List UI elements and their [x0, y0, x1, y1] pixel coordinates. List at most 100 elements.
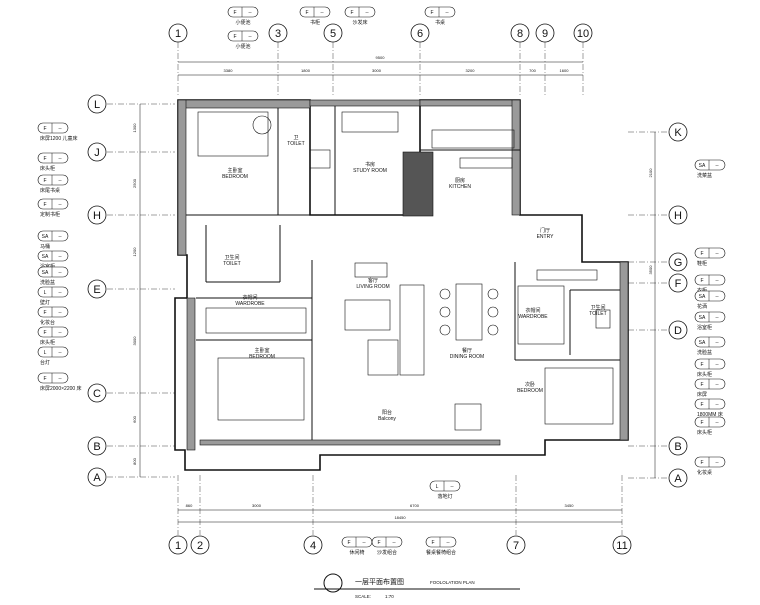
dim-bottom-total: 18450	[394, 515, 406, 520]
tag-capsule	[37, 152, 69, 164]
toilet-fixture-top	[309, 149, 331, 169]
tag-capsule	[37, 306, 69, 318]
bed-master-top	[197, 111, 269, 157]
tag-label: 浴室柜	[40, 263, 55, 270]
tag-label: 床屏1200 儿童床	[40, 135, 78, 142]
axis-bubble-top	[510, 23, 530, 43]
tag-capsule	[694, 456, 726, 468]
axis-bubble-top	[268, 23, 288, 43]
tag-number: --	[58, 234, 62, 240]
axis-label-right: A	[674, 473, 682, 485]
axis-bubble-left	[87, 205, 107, 225]
tag-number: --	[320, 10, 324, 16]
annotation-tag: SA--洗菜盆	[694, 159, 726, 179]
tag-label: 床屏	[697, 391, 707, 398]
room-label-cn: 卫	[293, 135, 298, 141]
annotation-tag: F--书桌	[424, 6, 456, 26]
tag-label: 书桌	[435, 19, 445, 26]
wall-left	[177, 99, 187, 256]
kitchen-island	[459, 157, 513, 169]
tag-code: F	[43, 126, 46, 132]
dim-bottom-segment: 3450	[565, 503, 575, 508]
annotation-tag: F--餐桌餐椅组合	[425, 536, 457, 556]
axis-label-left: E	[93, 284, 100, 296]
dim-left-segment: 1200	[132, 247, 137, 257]
annotation-tag: F--沙发床	[344, 6, 376, 26]
annotation-tag: SA--浴室柜	[37, 250, 69, 270]
annotation-tag: L--壁灯	[37, 286, 69, 306]
room-label-en: BEDROOM	[249, 354, 275, 360]
axis-bubble-bottom	[190, 535, 210, 555]
bed-left	[217, 357, 305, 421]
dim-right-segment: 2100	[648, 168, 653, 178]
tag-capsule	[694, 416, 726, 428]
tag-code: SA	[42, 270, 49, 276]
tag-code: L	[44, 290, 47, 296]
tag-capsule	[37, 286, 69, 298]
tag-code: SA	[42, 234, 49, 240]
axis-label-right: B	[674, 441, 681, 453]
room-label-cn: 衣帽间	[525, 307, 540, 314]
dim-top-total: 9500	[376, 55, 386, 60]
tag-label: 定制书柜	[40, 211, 60, 218]
annotation-tag: F--床尾书桌	[37, 174, 69, 194]
drawing-title: 一层平面布置图	[355, 577, 404, 586]
axis-bubble-bottom	[303, 535, 323, 555]
tag-label: 台灯	[40, 359, 50, 366]
tag-label: 沙发床	[352, 19, 367, 26]
tag-capsule	[694, 398, 726, 410]
annotation-tag: F--小便池	[227, 6, 259, 26]
tag-number: --	[362, 540, 366, 546]
tag-capsule	[37, 372, 69, 384]
scale-label: SCALE:	[355, 594, 371, 599]
axis-label-left: C	[93, 388, 101, 400]
tag-capsule	[37, 326, 69, 338]
annotation-tag: F--床头柜	[694, 358, 726, 378]
axis-bubble-right	[668, 468, 688, 488]
axis-bubble-right	[668, 273, 688, 293]
axis-label-left: B	[93, 441, 100, 453]
tag-capsule	[424, 6, 456, 18]
room-label-en: ENTRY	[537, 234, 555, 240]
tag-number: --	[715, 315, 719, 321]
tag-capsule	[694, 358, 726, 370]
room-label-en: WARDROBE	[235, 301, 265, 307]
tag-capsule	[425, 536, 457, 548]
tag-code: SA	[42, 254, 49, 260]
tag-label: 1800MM 床	[697, 411, 723, 418]
tag-code: F	[431, 540, 434, 546]
axis-bubble-bottom	[506, 535, 526, 555]
tag-code: F	[347, 540, 350, 546]
annotation-tag: F--沙发组合	[371, 536, 403, 556]
tag-capsule	[299, 6, 331, 18]
axis-label-top: 1	[175, 28, 181, 40]
tag-capsule	[694, 247, 726, 259]
wall-right-lower	[619, 261, 629, 441]
tag-label: 床屏2000×2200 床	[40, 385, 82, 392]
round-table-top	[252, 115, 272, 135]
building-walls	[174, 99, 629, 471]
axis-bubble-left	[87, 383, 107, 403]
dim-top-segment: 3000	[372, 68, 382, 73]
axis-bubble-right	[668, 205, 688, 225]
wall-top-left	[177, 99, 311, 109]
tag-label: 床头柜	[697, 429, 712, 436]
axis-label-bottom: 4	[310, 540, 316, 552]
furniture	[197, 111, 614, 431]
tag-number: --	[58, 310, 62, 316]
tag-label: 马桶	[40, 243, 50, 250]
tag-number: --	[58, 376, 62, 382]
tag-number: --	[58, 330, 62, 336]
room-label-en: TOILET	[589, 311, 606, 317]
axis-label-left: H	[93, 210, 101, 222]
axis-label-bottom: 11	[616, 540, 627, 552]
balcony-lift	[454, 403, 482, 431]
axis-bubble-right	[668, 252, 688, 272]
tag-capsule	[37, 346, 69, 358]
tag-number: --	[715, 382, 719, 388]
room-label-en: BEDROOM	[222, 174, 248, 180]
wardrobe-left	[205, 307, 307, 334]
wall-top-right	[419, 99, 521, 107]
axis-bubble-top	[535, 23, 555, 43]
